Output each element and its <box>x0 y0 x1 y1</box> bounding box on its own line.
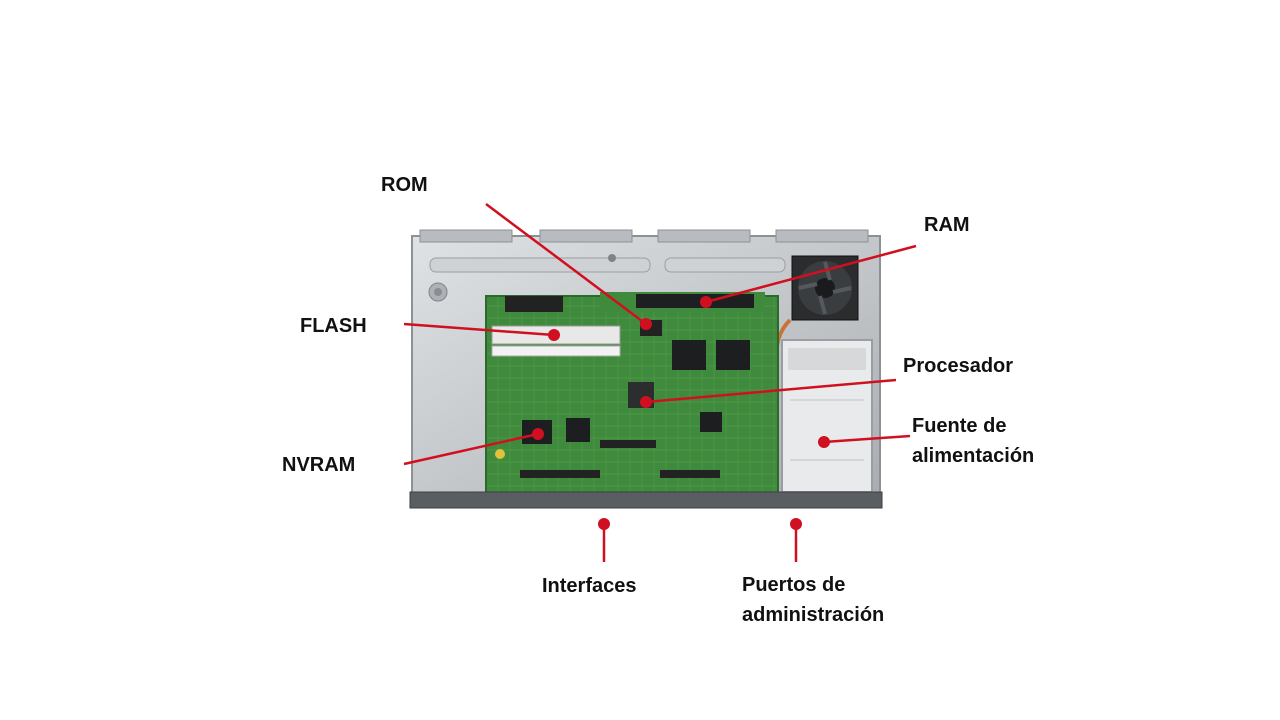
fan <box>791 255 859 321</box>
dot-ram <box>700 296 712 308</box>
dot-rom <box>640 318 652 330</box>
leader-ram <box>705 244 917 304</box>
label-puertos-line2: administración <box>742 604 885 626</box>
dot-fuente <box>818 436 830 448</box>
label-puertos: Puertos de administración <box>742 570 884 630</box>
label-puertos-line1: Puertos de <box>742 574 846 596</box>
leader-nvram <box>403 432 539 466</box>
label-procesador: Procesador <box>903 355 1014 377</box>
dot-procesador <box>640 396 652 408</box>
label-interfaces: Interfaces <box>542 575 637 597</box>
leader-flash <box>403 322 555 337</box>
label-fuente-line1: Fuente de <box>912 415 1007 437</box>
label-nvram: NVRAM <box>282 454 356 476</box>
front-bezel <box>409 491 883 509</box>
label-fuente: Fuente de alimentación <box>912 411 1034 471</box>
leader-fuente <box>823 434 911 444</box>
label-ram: RAM <box>924 214 970 236</box>
label-rom: ROM <box>381 174 428 196</box>
power-supply <box>781 339 873 493</box>
dot-puertos <box>790 518 802 530</box>
leader-lines <box>403 203 917 562</box>
leader-rom <box>485 203 647 325</box>
dot-flash <box>548 329 560 341</box>
label-fuente-line2: alimentación <box>912 445 1035 467</box>
label-flash: FLASH <box>300 315 367 337</box>
leader-dots <box>532 296 830 530</box>
dot-nvram <box>532 428 544 440</box>
leader-procesador <box>645 378 897 404</box>
dot-interfaces <box>598 518 610 530</box>
